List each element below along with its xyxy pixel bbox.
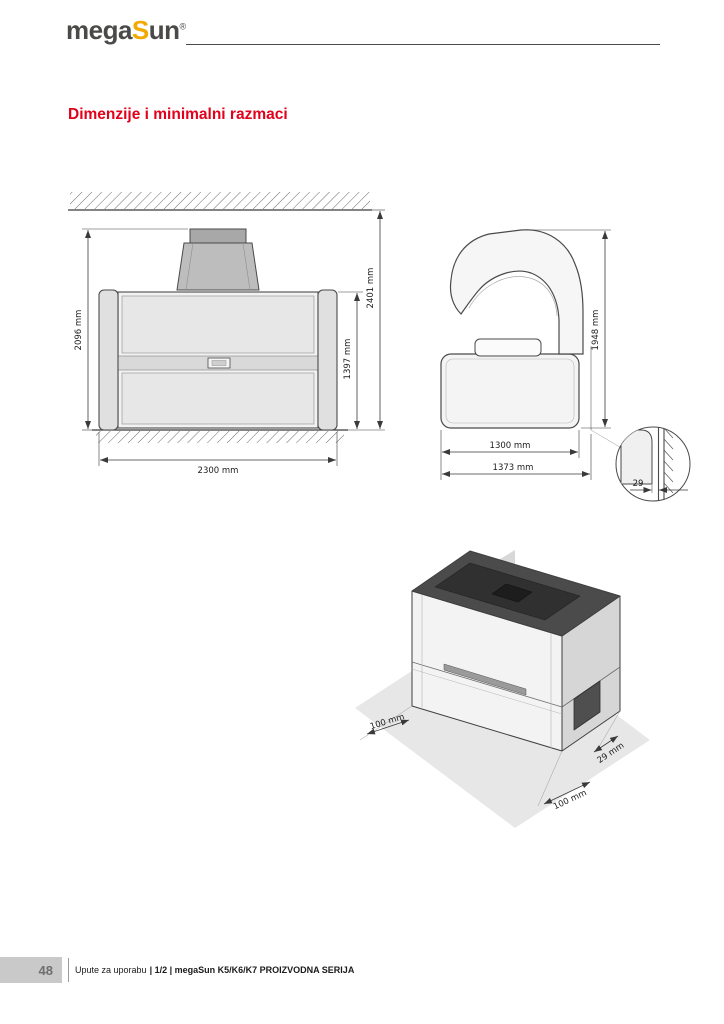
bench-pillow bbox=[474, 338, 542, 357]
front-view-dimensions: 2096 mm 1397 mm 2401 mm 2300 mm bbox=[74, 211, 383, 476]
dim-depth-outer-label: 1373 mm bbox=[493, 463, 534, 473]
side-view-drawing: 1948 mm 1300 mm 1373 mm bbox=[440, 229, 691, 502]
top-control-box bbox=[491, 583, 533, 603]
canopy-acrylic-panel bbox=[121, 295, 315, 354]
logo-mega: mega bbox=[66, 15, 132, 45]
footer-divider bbox=[68, 958, 69, 982]
floor-hatch bbox=[82, 429, 385, 443]
sunbed-front-elevation bbox=[98, 228, 338, 431]
bench-acrylic-panel bbox=[121, 372, 315, 425]
isometric-view-drawing: 100 mm 29 mm 100 mm bbox=[355, 550, 650, 828]
end-vent-box bbox=[573, 680, 601, 731]
registered-mark: ® bbox=[179, 21, 187, 32]
page-number: 48 bbox=[38, 962, 53, 978]
logo-un: un bbox=[148, 15, 180, 45]
footer-doc-label: Upute za uporabu bbox=[75, 965, 147, 975]
dim-ceiling-height-label: 2401 mm bbox=[366, 268, 376, 309]
side-view-dimensions: 1948 mm 1300 mm 1373 mm bbox=[440, 229, 611, 480]
logo-sun-s: S bbox=[131, 15, 149, 45]
dim-depth-inner-label: 1300 mm bbox=[490, 441, 531, 451]
front-view-drawing: 2096 mm 1397 mm 2401 mm 2300 mm bbox=[68, 192, 385, 476]
sunbed-side-profile bbox=[440, 229, 624, 450]
dim-side-height-label: 1948 mm bbox=[591, 310, 601, 351]
left-column bbox=[98, 289, 119, 431]
footer-text: Upute za uporabu | 1/2 | megaSun K5/K6/K… bbox=[75, 957, 354, 983]
ceiling-hatch bbox=[68, 192, 385, 211]
dim-open-height-label: 1397 mm bbox=[343, 339, 353, 380]
exhaust-vent bbox=[176, 228, 260, 291]
sunbed-isometric bbox=[411, 550, 621, 752]
right-column bbox=[317, 289, 338, 431]
dim-unit-height-label: 2096 mm bbox=[74, 310, 84, 351]
page-title: Dimenzije i minimalni razmaci bbox=[68, 106, 288, 123]
footer-doc-meta: | 1/2 | megaSun K5/K6/K7 PROIZVODNA SERI… bbox=[149, 965, 355, 975]
dim-width-label: 2300 mm bbox=[198, 466, 239, 476]
wall-gap-detail-circle: 29 bbox=[615, 426, 691, 502]
page-number-box: 48 bbox=[0, 957, 62, 983]
front-handle bbox=[443, 663, 527, 696]
megasun-logo: megaSun® bbox=[66, 16, 186, 45]
canopy-profile bbox=[449, 229, 584, 355]
dim-wall-gap-label: 29 bbox=[633, 479, 644, 489]
header-rule bbox=[186, 44, 660, 45]
